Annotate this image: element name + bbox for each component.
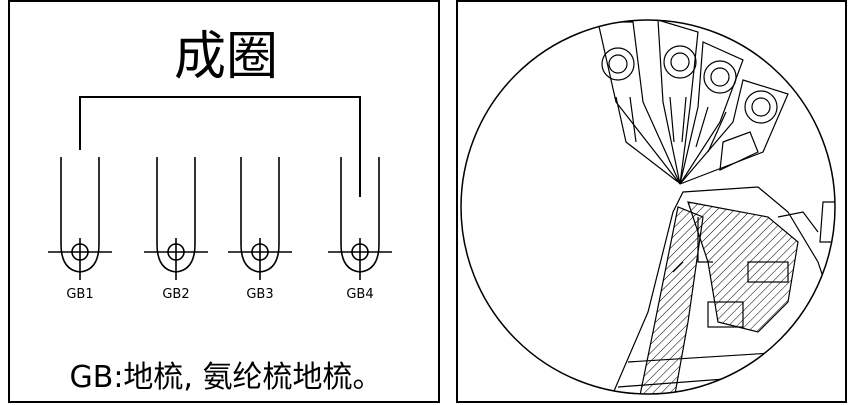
needle-2: GB2 <box>144 157 208 302</box>
guide-bar-schematic: 成圈 GB1 GB2 GB3 GB4 GB:地梳, 氨纶梳地梳。 <box>48 27 392 395</box>
mechanism-drawing <box>460 19 836 395</box>
needle-label: GB1 <box>66 287 93 302</box>
right-mechanism-panel <box>456 0 847 403</box>
guide-bar-2 <box>657 20 699 185</box>
needle-group: GB1 GB2 GB3 GB4 <box>48 157 392 302</box>
needle-label: GB4 <box>346 287 373 302</box>
connection-bracket <box>79 96 361 197</box>
left-schematic-panel: 成圈 GB1 GB2 GB3 GB4 GB:地梳, 氨纶梳地梳。 <box>8 0 440 403</box>
guide-eye <box>351 243 369 261</box>
knitting-elements <box>607 186 835 394</box>
detail-circle <box>460 19 836 395</box>
schematic-caption: GB:地梳, 氨纶梳地梳。 <box>69 360 382 395</box>
guide-bar-3 <box>679 41 744 185</box>
needle-4: GB4 <box>328 157 392 302</box>
needle-label: GB3 <box>246 287 273 302</box>
guide-eye <box>167 243 185 261</box>
guide-eye <box>251 243 269 261</box>
guide-bar-4 <box>679 79 789 185</box>
needle-label: GB2 <box>162 287 189 302</box>
needle-1: GB1 <box>48 157 112 302</box>
needle-3: GB3 <box>228 157 292 302</box>
schematic-title: 成圈 <box>174 27 278 87</box>
guide-bar-1 <box>597 21 681 185</box>
guide-eye <box>71 243 89 261</box>
